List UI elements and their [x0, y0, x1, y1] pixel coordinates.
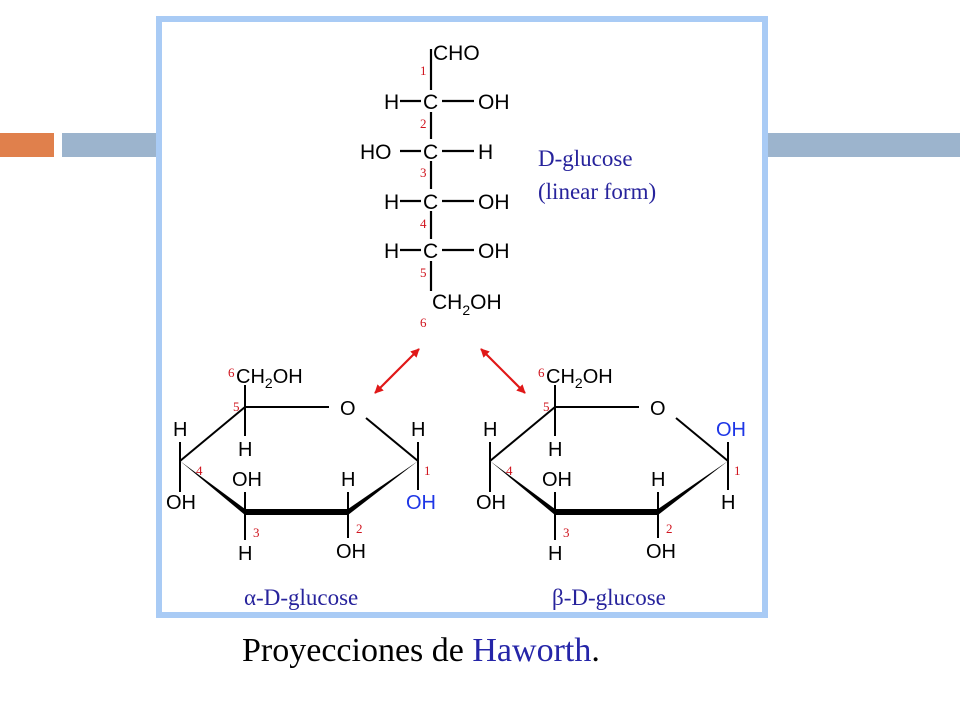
beta-c3-oh: OH — [542, 469, 572, 491]
c6-ch2oh-group: CH2OH — [432, 291, 502, 318]
alpha-c2-h: H — [341, 469, 355, 491]
alpha-glucose-label: α-D-glucose — [244, 585, 358, 610]
title-accent-blue-left — [62, 133, 160, 157]
alpha-c6-ch2oh: CH2OH — [236, 366, 303, 391]
caption-prefix: Proyecciones de — [242, 632, 473, 669]
alpha-anomeric-oh: OH — [406, 492, 436, 514]
carbon-number-3: 3 — [420, 165, 427, 180]
beta-ring-oxygen: O — [650, 398, 666, 420]
beta-c2-h: H — [651, 469, 665, 491]
c2-carbon: C — [423, 91, 438, 114]
carbon-number-5: 5 — [420, 265, 427, 280]
c5-right-oh: OH — [478, 240, 510, 263]
c5-left-h: H — [384, 240, 399, 263]
c3-carbon: C — [423, 141, 438, 164]
beta-c4-h: H — [483, 419, 497, 441]
beta-haworth-structure: CH2OH O H H OH OH H H OH OH H 6 5 4 3 2 … — [476, 365, 746, 610]
c4-carbon: C — [423, 191, 438, 214]
alpha-c2-oh: OH — [336, 541, 366, 563]
caption-haworth: Haworth — [472, 632, 592, 669]
slide-caption: Proyecciones de Haworth. — [242, 632, 600, 670]
beta-glucose-label: β-D-glucose — [552, 585, 666, 610]
beta-c5-h: H — [548, 439, 562, 461]
c4-left-h: H — [384, 191, 399, 214]
beta-c4-oh: OH — [476, 492, 506, 514]
beta-c6-ch2oh: CH2OH — [546, 366, 613, 391]
alpha-number-3: 3 — [253, 525, 260, 540]
c5-carbon: C — [423, 240, 438, 263]
beta-number-6: 6 — [538, 365, 545, 380]
c2-left-h: H — [384, 91, 399, 114]
beta-number-5: 5 — [543, 399, 550, 414]
beta-c2-oh: OH — [646, 541, 676, 563]
carbon-number-2: 2 — [420, 116, 427, 131]
linear-form-name: D-glucose — [538, 146, 633, 171]
c2-right-oh: OH — [478, 91, 510, 114]
glucose-figure-panel: CHO H C OH HO C H H C OH H C OH CH2OH 1 … — [156, 16, 768, 618]
alpha-haworth-structure: CH2OH O H H OH OH H H OH H OH 6 5 4 3 2 … — [166, 365, 436, 610]
alpha-c3-h: H — [238, 543, 252, 565]
c4-right-oh: OH — [478, 191, 510, 214]
alpha-c3-oh: OH — [232, 469, 262, 491]
linear-form-subtitle: (linear form) — [538, 179, 656, 204]
alpha-ring-oxygen: O — [340, 398, 356, 420]
beta-number-3: 3 — [563, 525, 570, 540]
glucose-diagram: CHO H C OH HO C H H C OH H C OH CH2OH 1 … — [166, 42, 746, 610]
alpha-c4-h: H — [173, 419, 187, 441]
carbon-number-4: 4 — [420, 216, 427, 231]
alpha-number-2: 2 — [356, 521, 363, 536]
aldehyde-group: CHO — [433, 42, 480, 65]
carbon-number-6: 6 — [420, 315, 427, 330]
alpha-c5-h: H — [238, 439, 252, 461]
beta-number-1: 1 — [734, 463, 741, 478]
caption-period: . — [591, 632, 600, 669]
alpha-c4-oh: OH — [166, 492, 196, 514]
linear-structure: CHO H C OH HO C H H C OH H C OH CH2OH 1 … — [360, 42, 656, 330]
beta-number-2: 2 — [666, 521, 673, 536]
beta-anomeric-oh: OH — [716, 419, 746, 441]
carbon-number-1: 1 — [420, 63, 427, 78]
equilibrium-arrow-beta — [480, 348, 526, 394]
beta-c1-h: H — [721, 492, 735, 514]
c3-right-h: H — [478, 141, 493, 164]
beta-number-4: 4 — [506, 463, 513, 478]
title-accent-orange — [0, 133, 54, 157]
equilibrium-arrow-alpha — [374, 348, 420, 394]
alpha-number-1: 1 — [424, 463, 431, 478]
alpha-c1-h: H — [411, 419, 425, 441]
beta-c3-h: H — [548, 543, 562, 565]
c3-left-oh: HO — [360, 141, 392, 164]
alpha-number-6: 6 — [228, 365, 235, 380]
title-accent-blue-right — [766, 133, 960, 157]
alpha-number-5: 5 — [233, 399, 240, 414]
alpha-number-4: 4 — [196, 463, 203, 478]
